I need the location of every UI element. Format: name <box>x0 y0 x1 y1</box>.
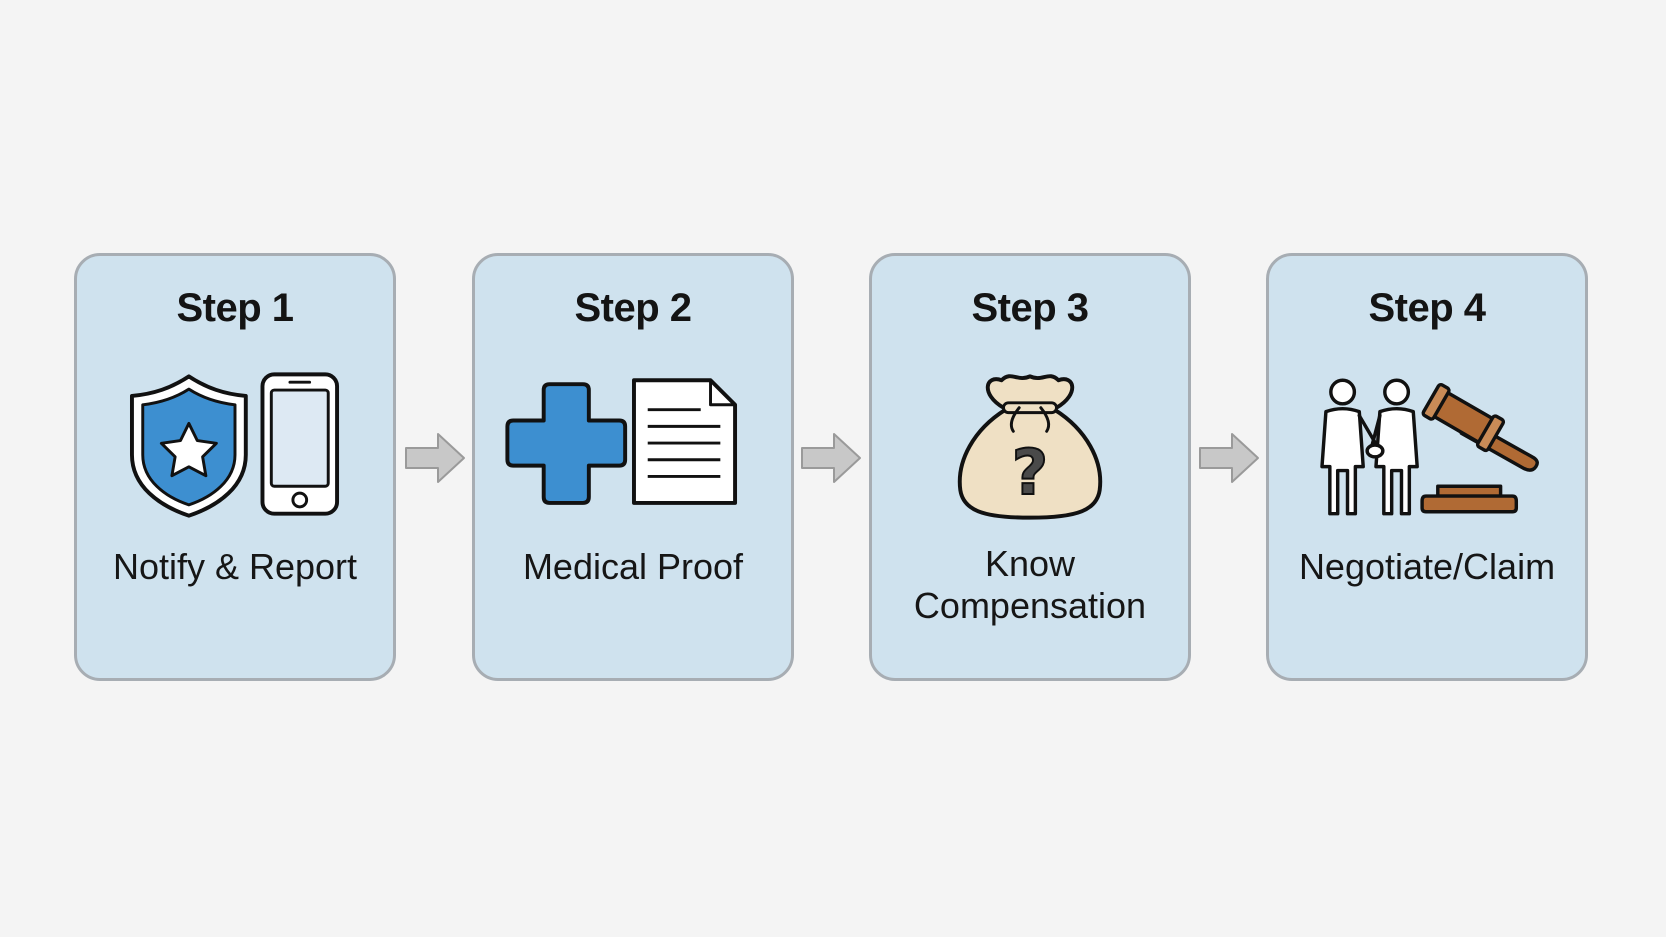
step-title: Step 4 <box>1368 286 1486 330</box>
arrow-right-icon <box>801 433 861 483</box>
step-title: Step 3 <box>971 286 1089 330</box>
step-icons <box>475 371 791 521</box>
arrow-right-icon <box>1199 433 1259 483</box>
shield-star-icon <box>129 374 248 518</box>
document-icon <box>632 378 738 505</box>
smartphone-icon <box>260 372 340 516</box>
step-card-2: Step 2 Medical Proof <box>472 253 794 681</box>
step-title: Step 1 <box>176 286 294 330</box>
medical-cross-icon <box>505 382 628 505</box>
step-icons <box>77 371 393 521</box>
step-label: Know Compensation <box>913 543 1147 626</box>
step-card-4: Step 4 <box>1266 253 1588 681</box>
step-label: Notify & Report <box>112 546 358 587</box>
step-icons <box>1269 371 1585 521</box>
step-label: Medical Proof <box>522 546 744 587</box>
handshake-people-icon <box>1320 378 1419 516</box>
step-icons: ? <box>872 371 1188 521</box>
svg-text:?: ? <box>1012 436 1048 509</box>
money-bag-question-icon: ? <box>957 374 1103 520</box>
step-label: Negotiate/Claim <box>1298 546 1556 587</box>
arrow-right-icon <box>405 433 465 483</box>
step-title: Step 2 <box>574 286 692 330</box>
step-card-3: Step 3 ? Know Compensation <box>869 253 1191 681</box>
gavel-icon <box>1420 382 1539 514</box>
step-card-1: Step 1 Notify & Report <box>74 253 396 681</box>
